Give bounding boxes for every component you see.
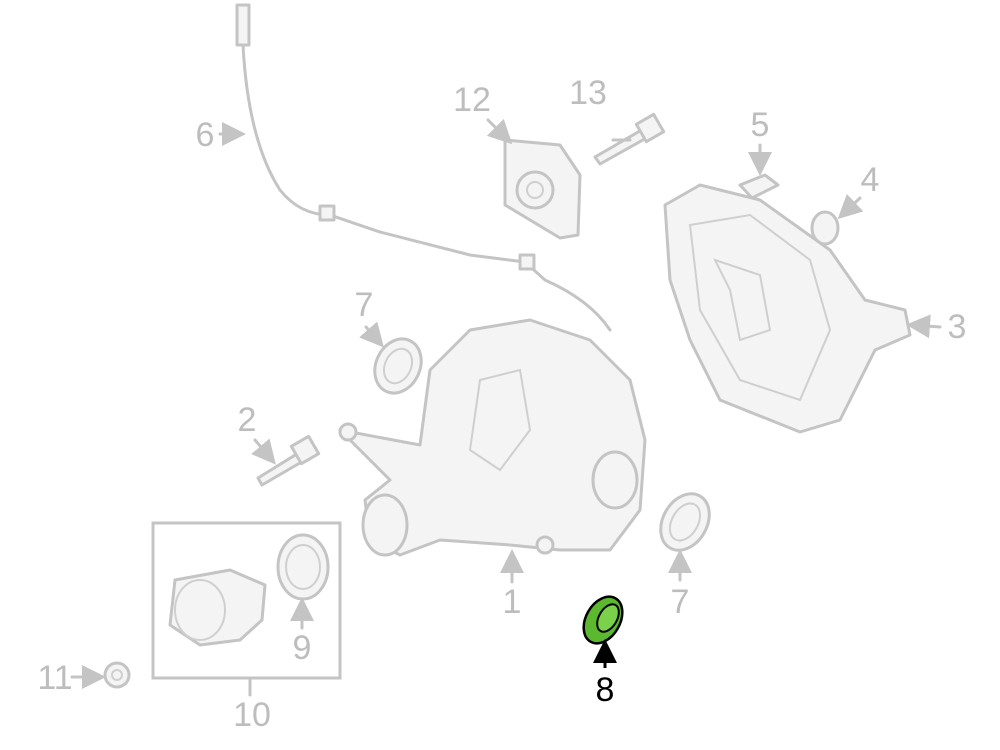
callout-2: 2 xyxy=(237,401,257,439)
part-7-seal-left[interactable] xyxy=(366,331,430,400)
callout-5: 5 xyxy=(750,106,770,144)
callout-9: 9 xyxy=(292,629,312,667)
part-12-mount[interactable] xyxy=(503,138,582,240)
part-2-bolt[interactable] xyxy=(256,434,321,487)
part-7-seal-right[interactable] xyxy=(651,485,719,559)
callout-12: 12 xyxy=(453,81,491,119)
part-9-shim[interactable] xyxy=(276,533,330,601)
callout-11: 11 xyxy=(37,659,73,697)
part-6-vent-hose[interactable] xyxy=(235,3,612,332)
part-3-cover[interactable] xyxy=(663,183,912,434)
part-11-nut[interactable] xyxy=(103,661,131,689)
part-5-breather[interactable] xyxy=(738,173,780,200)
part-10-group-box xyxy=(151,521,342,680)
leader-lines xyxy=(70,118,942,697)
callout-13: 13 xyxy=(569,74,607,112)
part-8-seal-highlighted[interactable] xyxy=(576,590,630,650)
part-10-flange[interactable] xyxy=(168,568,267,647)
part-13-bolt[interactable] xyxy=(593,112,666,166)
callout-6: 6 xyxy=(195,116,215,154)
part-1-housing[interactable] xyxy=(338,318,647,557)
callout-10: 10 xyxy=(233,696,271,734)
callout-7-left: 7 xyxy=(354,286,374,324)
callout-3: 3 xyxy=(947,308,967,346)
callout-1: 1 xyxy=(502,583,522,621)
callout-4: 4 xyxy=(860,161,880,199)
callout-8: 8 xyxy=(595,671,615,709)
callout-7-right: 7 xyxy=(670,583,690,621)
part-4-bushing[interactable] xyxy=(810,210,840,246)
